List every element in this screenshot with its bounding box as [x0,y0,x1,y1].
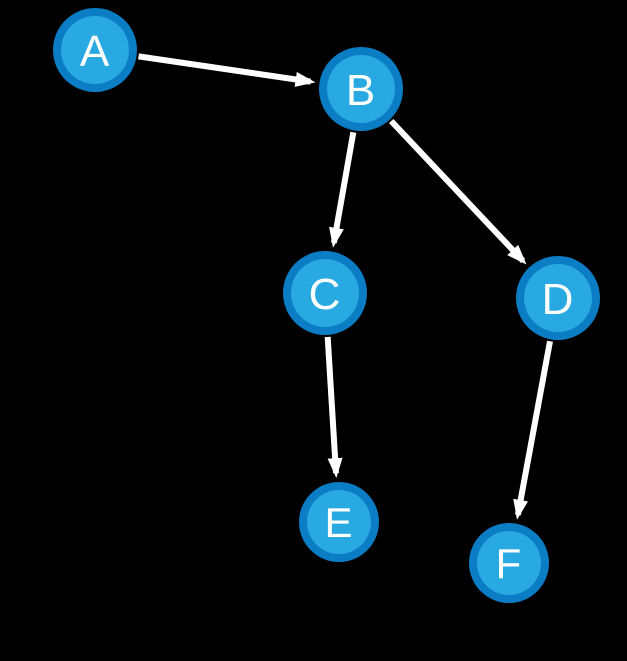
node-label: A [80,27,110,76]
node-label: E [324,499,353,546]
edge-B-C [329,131,357,248]
edge-D-F [513,340,553,520]
node-label: B [346,66,376,115]
node-circle [477,531,541,595]
edge-A-B [138,53,316,87]
graph-node-E[interactable]: E [299,482,379,562]
node-circle [61,16,129,84]
graph-node-D[interactable]: D [516,256,600,340]
node-label: D [542,275,575,324]
node-circle [327,55,395,123]
node-circle [291,259,359,327]
edge-B-D [388,118,527,265]
node-circle [307,490,371,554]
node-label: F [496,540,523,587]
node-label: C [309,270,342,319]
graph-node-B[interactable]: B [319,47,403,131]
edge-C-E [324,336,343,479]
graph-node-A[interactable]: A [53,8,137,92]
graph-node-F[interactable]: F [469,523,549,603]
graph-node-C[interactable]: C [283,251,367,335]
node-circle [524,264,592,332]
